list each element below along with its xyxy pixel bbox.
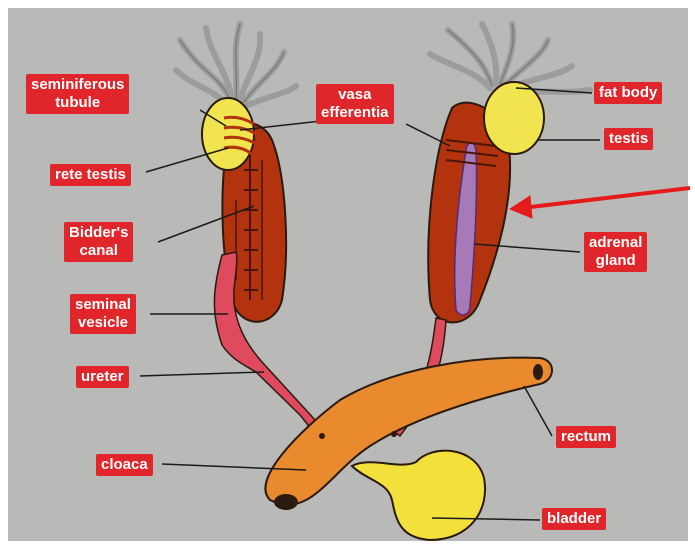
left-testis xyxy=(202,98,254,170)
rectum-opening xyxy=(533,364,543,380)
label-adrenal-gland-line2: gland xyxy=(589,252,642,270)
label-testis-text: testis xyxy=(609,130,648,148)
label-vasa-efferentia: vasa efferentia xyxy=(316,84,394,124)
label-seminiferous-tubule-line2: tubule xyxy=(31,94,124,112)
label-cloaca: cloaca xyxy=(96,454,153,476)
label-vasa-efferentia-line2: efferentia xyxy=(321,104,389,122)
left-ureter-opening xyxy=(319,433,325,439)
label-seminiferous-tubule-line1: seminiferous xyxy=(31,76,124,94)
label-fat-body-text: fat body xyxy=(599,84,657,102)
label-adrenal-gland-line1: adrenal xyxy=(589,234,642,252)
label-bidders-canal-line1: Bidder's xyxy=(69,224,128,242)
label-seminal-vesicle: seminal vesicle xyxy=(70,294,136,334)
cloaca-opening xyxy=(274,494,298,510)
label-seminal-vesicle-line2: vesicle xyxy=(75,314,131,332)
label-rete-testis: rete testis xyxy=(50,164,131,186)
label-seminal-vesicle-line1: seminal xyxy=(75,296,131,314)
label-rectum-text: rectum xyxy=(561,428,611,446)
label-fat-body: fat body xyxy=(594,82,662,104)
label-rete-testis-text: rete testis xyxy=(55,166,126,184)
label-bidders-canal: Bidder's canal xyxy=(64,222,133,262)
right-testis xyxy=(484,82,544,154)
label-bladder-text: bladder xyxy=(547,510,601,528)
label-ureter: ureter xyxy=(76,366,129,388)
label-ureter-text: ureter xyxy=(81,368,124,386)
label-bladder: bladder xyxy=(542,508,606,530)
right-ureter-opening xyxy=(391,431,397,437)
label-testis: testis xyxy=(604,128,653,150)
label-adrenal-gland: adrenal gland xyxy=(584,232,647,272)
label-bidders-canal-line2: canal xyxy=(69,242,128,260)
label-rectum: rectum xyxy=(556,426,616,448)
label-cloaca-text: cloaca xyxy=(101,456,148,474)
label-vasa-efferentia-line1: vasa xyxy=(321,86,389,104)
label-seminiferous-tubule: seminiferous tubule xyxy=(26,74,129,114)
